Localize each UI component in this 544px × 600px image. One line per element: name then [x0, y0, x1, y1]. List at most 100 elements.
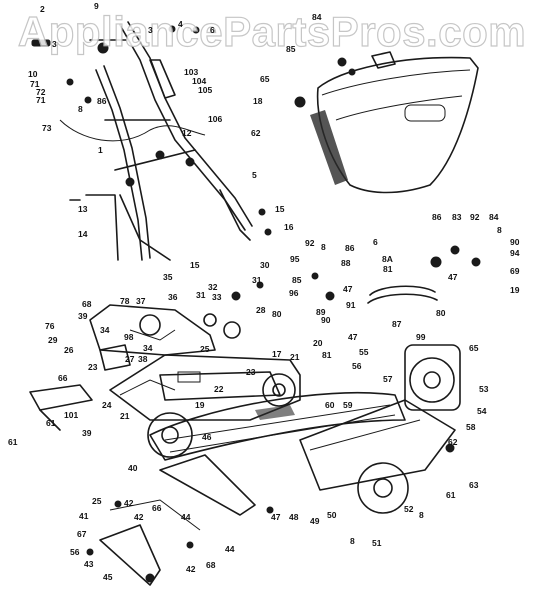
part-number-label: 66: [152, 503, 162, 513]
lower-linkage: [86, 454, 274, 586]
part-number-label: 42: [124, 498, 134, 508]
part-number-label: 84: [312, 12, 322, 22]
part-number-label: 3: [52, 39, 57, 49]
part-number-label: 3: [148, 25, 153, 35]
part-number-label: 56: [70, 547, 80, 557]
part-number-label: 61: [446, 490, 456, 500]
part-number-label: 55: [359, 347, 369, 357]
part-number-label: 27: [125, 354, 135, 364]
part-number-label: 106: [208, 114, 222, 124]
part-number-label: 25: [200, 344, 210, 354]
part-number-label: 16: [284, 222, 294, 232]
part-number-label: 84: [489, 212, 499, 222]
part-number-label: 48: [289, 512, 299, 522]
part-number-label: 23: [246, 367, 256, 377]
part-number-label: 68: [206, 560, 216, 570]
part-number-label: 47: [343, 284, 353, 294]
part-number-label: 89: [316, 307, 326, 317]
part-number-label: 4: [178, 19, 183, 29]
part-number-label: 29: [48, 335, 58, 345]
part-number-label: 45: [103, 572, 113, 582]
part-number-label: 96: [289, 288, 299, 298]
part-number-label: 44: [225, 544, 235, 554]
part-number-label: 34: [143, 343, 153, 353]
part-number-label: 99: [416, 332, 426, 342]
wheels: [147, 357, 455, 514]
part-number-label: 76: [45, 321, 55, 331]
part-number-label: 33: [212, 292, 222, 302]
part-number-label: 37: [136, 296, 146, 306]
part-number-label: 17: [272, 349, 282, 359]
part-number-label: 86: [432, 212, 442, 222]
part-number-label: 32: [208, 282, 218, 292]
main-deck: [29, 281, 301, 431]
part-number-label: 8: [78, 104, 83, 114]
part-number-label: 62: [251, 128, 261, 138]
part-number-label: 26: [64, 345, 74, 355]
part-number-label: 35: [163, 272, 173, 282]
part-number-label: 92: [470, 212, 480, 222]
part-number-label: 43: [84, 559, 94, 569]
part-number-label: 47: [448, 272, 458, 282]
part-number-label: 90: [510, 237, 520, 247]
part-number-label: 20: [313, 338, 323, 348]
part-number-label: 30: [260, 260, 270, 270]
part-number-label: 13: [78, 204, 88, 214]
part-number-label: 104: [192, 76, 206, 86]
part-number-label: 8: [350, 536, 355, 546]
part-number-label: 80: [436, 308, 446, 318]
part-number-label: 21: [290, 352, 300, 362]
part-number-label: 44: [181, 512, 191, 522]
part-number-label: 81: [383, 264, 393, 274]
part-number-label: 86: [97, 96, 107, 106]
part-number-label: 6: [373, 237, 378, 247]
part-number-label: 36: [168, 292, 178, 302]
part-number-label: 31: [252, 275, 262, 285]
part-number-label: 66: [58, 373, 68, 383]
part-number-label: 42: [186, 564, 196, 574]
part-number-label: 24: [102, 400, 112, 410]
part-number-label: 61: [46, 418, 56, 428]
part-number-label: 101: [64, 410, 78, 420]
part-number-label: 72: [36, 87, 46, 97]
part-number-label: 88: [341, 258, 351, 268]
part-number-label: 73: [42, 123, 52, 133]
part-number-label: 71: [30, 79, 40, 89]
part-number-label: 47: [348, 332, 358, 342]
part-number-label: 2: [40, 4, 45, 14]
part-number-label: 95: [290, 254, 300, 264]
part-number-label: 6: [210, 25, 215, 35]
part-number-label: 21: [120, 411, 130, 421]
part-number-label: 15: [190, 260, 200, 270]
part-number-label: 31: [196, 290, 206, 300]
part-number-label: 23: [88, 362, 98, 372]
part-number-label: 54: [477, 406, 487, 416]
part-number-label: 12: [182, 128, 192, 138]
part-number-label: 9: [94, 1, 99, 11]
part-number-label: 53: [479, 384, 489, 394]
grass-bag: [294, 51, 479, 194]
part-number-label: 18: [253, 96, 263, 106]
part-number-label: 19: [510, 285, 520, 295]
part-number-label: 49: [310, 516, 320, 526]
part-number-label: 39: [78, 311, 88, 321]
part-number-label: 105: [198, 85, 212, 95]
part-number-label: 38: [138, 354, 148, 364]
part-number-label: 65: [469, 343, 479, 353]
part-number-label: 83: [452, 212, 462, 222]
part-number-label: 80: [272, 309, 282, 319]
part-number-label: 91: [346, 300, 356, 310]
part-number-label: 10: [28, 69, 38, 79]
part-number-label: 8: [497, 225, 502, 235]
part-number-label: 34: [100, 325, 110, 335]
part-number-label: 52: [404, 504, 414, 514]
part-number-label: 28: [256, 305, 266, 315]
part-number-label: 25: [92, 496, 102, 506]
part-number-label: 69: [510, 266, 520, 276]
part-number-label: 92: [305, 238, 315, 248]
rake-reel: [149, 392, 406, 461]
part-number-label: 94: [510, 248, 520, 258]
part-number-label: 22: [214, 384, 224, 394]
